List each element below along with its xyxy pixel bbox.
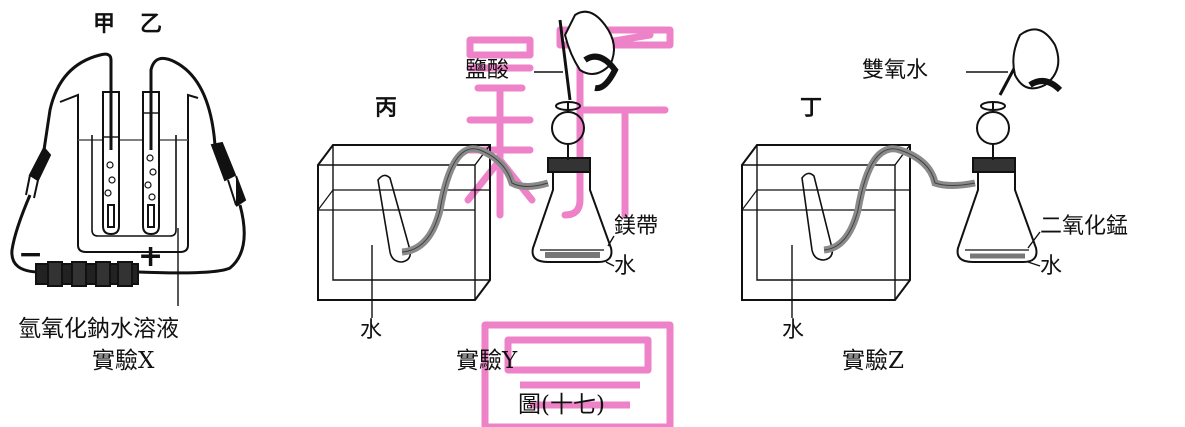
stopper-z (972, 157, 1016, 173)
plus-sign: + (138, 239, 164, 274)
electrode-a (107, 204, 115, 228)
tank-water-label-y: 水 (360, 318, 383, 343)
tube-d (801, 172, 834, 261)
tube-d-label: 丁 (800, 96, 823, 121)
metal-label: 鎂帶 (614, 214, 659, 239)
clip-right (210, 141, 237, 182)
delivery-tube-z (823, 145, 976, 254)
hand-z (1012, 28, 1060, 90)
wire-right (149, 56, 217, 150)
electrode-b (147, 204, 155, 228)
flask-y (531, 170, 613, 263)
beaker (59, 93, 199, 253)
bubbles-x (104, 154, 157, 201)
acid-label: 鹽酸 (465, 58, 510, 83)
tube-a (102, 91, 120, 236)
wire-left (42, 52, 113, 151)
tube-c-label: 丙 (375, 96, 398, 121)
stopper-y (547, 157, 591, 173)
figure-caption: 圖(十七) (518, 392, 605, 418)
funnel-bulb-z (976, 111, 1010, 145)
dropper-y (558, 19, 572, 101)
minus-sign: − (18, 237, 44, 272)
peroxide-label: 雙氧水 (862, 58, 929, 83)
catalyst-label: 二氧化錳 (1040, 214, 1129, 239)
funnel-bulb-y (551, 111, 585, 145)
tank-y (317, 144, 491, 301)
caption-x: 實驗X (92, 348, 155, 374)
electrode-b-label: 乙 (140, 12, 163, 37)
flask-z (956, 170, 1038, 263)
tank-water-label-z: 水 (782, 318, 805, 343)
flask-water-label-z: 水 (1040, 254, 1063, 279)
experiment-z (741, 28, 1063, 318)
watermark-bottom-character (481, 321, 674, 427)
clip-left (28, 146, 52, 182)
inner-container (91, 135, 177, 237)
tube-c (377, 174, 412, 263)
electrode-a-label: 甲 (93, 12, 116, 37)
experiment-x (10, 52, 247, 306)
experiment-y (317, 10, 619, 318)
watermark-top-character (464, 26, 674, 219)
solution-label: 氫氧化鈉水溶液 (18, 316, 179, 342)
caption-y: 實驗Y (456, 348, 518, 374)
flask-water-label-y: 水 (614, 254, 637, 279)
caption-z: 實驗Z (842, 348, 904, 374)
